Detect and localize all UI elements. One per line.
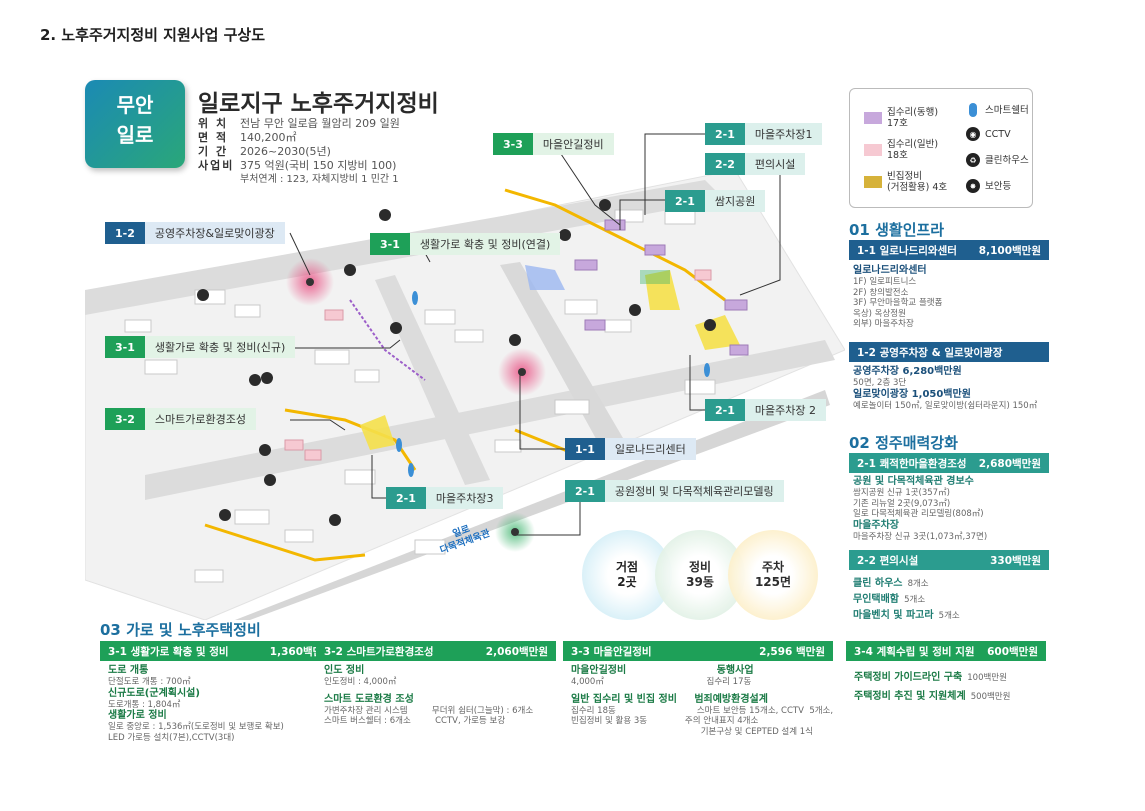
legend-clean-house: ♻클린하우스 bbox=[966, 153, 1029, 167]
legend-repair-companion: 집수리(동행)17호 bbox=[864, 107, 938, 129]
detail-1-2: 공영주차장 6,280백만원 50면, 2층 3단 일로맞이광장 1,050백만… bbox=[853, 366, 1038, 411]
section-03-title: 03 가로 및 노후주택정비 bbox=[100, 621, 261, 639]
detail-2-1: 공원 및 다목적체육관 경보수 쌈지공원 신규 1곳(357㎡) 기존 리뉴얼 … bbox=[853, 476, 988, 542]
detail-1-1: 일로나드리와센터 1F) 일로피트니스 2F) 창의발전소 3F) 무안마을학교… bbox=[853, 265, 943, 329]
project-title: 일로지구 노후주거지정비 bbox=[198, 91, 439, 117]
budget-bar-1-2: 1-2 공영주차장 & 일로맞이광장 bbox=[849, 342, 1049, 362]
legend-shelter: 스마트쉘터 bbox=[966, 103, 1029, 117]
legend-light: ✸보안등 bbox=[966, 179, 1011, 193]
legend-cctv: ◉CCTV bbox=[966, 127, 1011, 141]
security-light-icon: ✸ bbox=[966, 179, 980, 193]
map-legend: 집수리(동행)17호 집수리(일반)18호 빈집정비(거점활용) 4호 스마트쉘… bbox=[849, 88, 1033, 208]
cctv-icon: ◉ bbox=[966, 127, 980, 141]
legend-vacant: 빈집정비(거점활용) 4호 bbox=[864, 171, 947, 193]
legend-repair-general: 집수리(일반)18호 bbox=[864, 139, 938, 161]
section-01-title: 01 생활인프라 bbox=[849, 221, 945, 239]
page-title: 2. 노후주거지정비 지원사업 구상도 bbox=[40, 26, 266, 44]
shelter-icon bbox=[969, 103, 977, 117]
clean-house-icon: ♻ bbox=[966, 153, 980, 167]
section-02-title: 02 정주매력강화 bbox=[849, 434, 958, 452]
detail-2-2: 클린 하우스 8개소 무인택배함 5개소 마을벤치 및 파고라 5개소 bbox=[853, 578, 960, 621]
